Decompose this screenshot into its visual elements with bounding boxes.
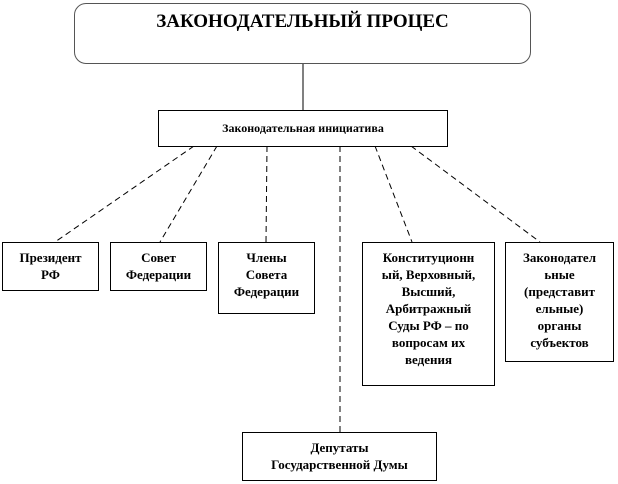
box-line: Государственной Думы xyxy=(271,457,408,472)
box-line: субъектов xyxy=(530,335,589,350)
box-line: Конституционн xyxy=(382,250,475,265)
box-line: ведения xyxy=(405,352,452,367)
box-line: РФ xyxy=(41,267,60,282)
subject-box-regional-organs: Законодател ьные (представит ельные) орг… xyxy=(505,242,614,362)
connector-president xyxy=(54,145,195,243)
box-line: Совета xyxy=(245,267,288,282)
deputies-box: Депутаты Государственной Думы xyxy=(242,432,437,481)
connector-regional-organs xyxy=(410,145,541,243)
subject-box-federation-council: Совет Федерации xyxy=(110,242,207,291)
title-box: ЗАКОНОДАТЕЛЬНЫЙ ПРОЦЕС xyxy=(74,3,531,64)
box-line: Суды РФ – по xyxy=(388,318,469,333)
box-line: Законодател xyxy=(523,250,596,265)
box-line: вопросам их xyxy=(391,335,466,350)
box-line: ельные) xyxy=(535,301,584,316)
box-line: Члены xyxy=(246,250,287,265)
connector-courts xyxy=(374,145,413,243)
box-line: Президент xyxy=(19,250,82,265)
initiative-box: Законодательная инициатива xyxy=(158,110,448,147)
subject-box-courts: Конституционн ый, Верховный, Высший, Арб… xyxy=(362,242,495,386)
connector-federation-council xyxy=(159,145,218,243)
box-line: Федерации xyxy=(233,284,300,299)
box-line: ый, Верховный, xyxy=(381,267,476,282)
box-line: органы xyxy=(537,318,582,333)
box-line: Арбитражный xyxy=(385,301,472,316)
box-line: Федерации xyxy=(125,267,192,282)
box-line: Совет xyxy=(141,250,176,265)
connector-council-members xyxy=(265,145,268,243)
box-line: Депутаты xyxy=(310,440,369,455)
initiative-text: Законодательная инициатива xyxy=(222,121,384,135)
box-line: ьные xyxy=(544,267,575,282)
subject-box-president: Президент РФ xyxy=(2,242,99,291)
title-text: ЗАКОНОДАТЕЛЬНЫЙ ПРОЦЕС xyxy=(156,11,449,32)
subject-box-council-members: Члены Совета Федерации xyxy=(218,242,315,314)
box-line: Высший, xyxy=(401,284,456,299)
box-line: (представит xyxy=(524,284,595,299)
